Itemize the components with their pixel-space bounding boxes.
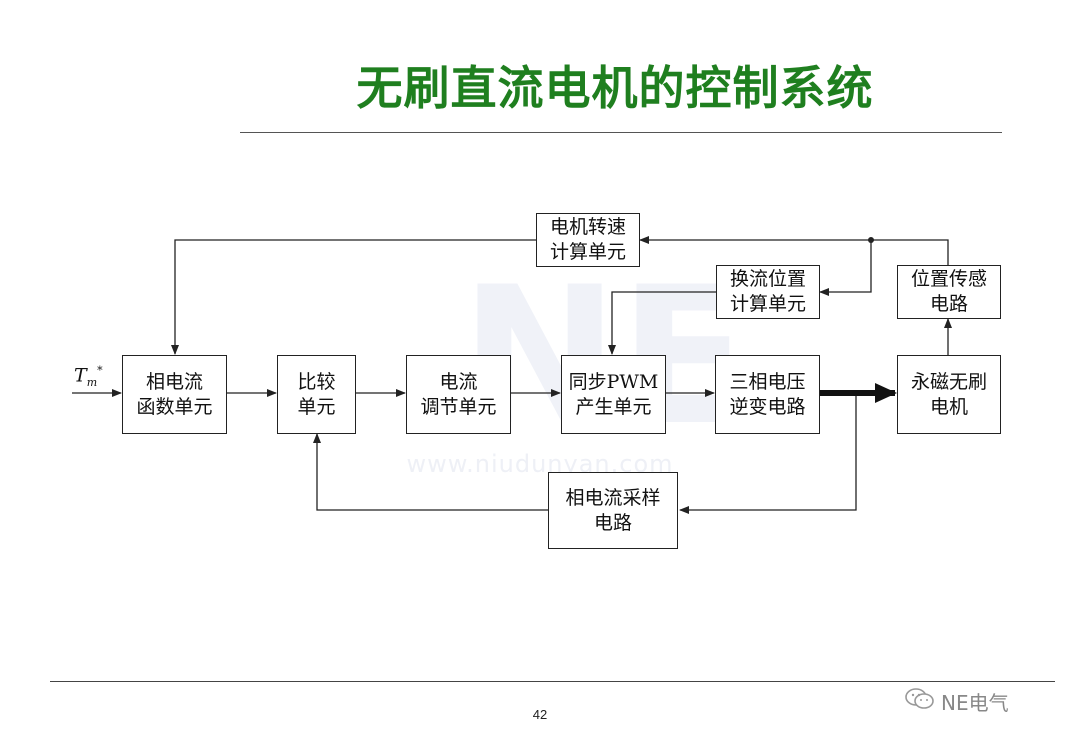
block-label: 逆变电路 xyxy=(729,395,806,418)
block-label: 比较 xyxy=(297,370,336,393)
arrow-sampling-to-compare xyxy=(313,433,548,511)
block-phase-current-function: 相电流 函数单元 xyxy=(122,355,227,434)
block-label: 产生单元 xyxy=(575,395,652,418)
title-divider xyxy=(240,132,1002,133)
block-position-sensor: 位置传感 电路 xyxy=(897,265,1001,319)
block-label: 电机转速 xyxy=(549,216,626,238)
block-label: 同步PWM xyxy=(568,370,659,393)
block-label: 相电流 xyxy=(145,370,203,393)
arrow-junction-to-commutation xyxy=(819,240,872,296)
block-current-regulator: 电流 调节单元 xyxy=(406,355,511,434)
block-label: 电路 xyxy=(593,511,632,534)
block-label: 调节单元 xyxy=(420,395,497,418)
block-label: 单元 xyxy=(297,395,336,418)
arrow-speed-to-func xyxy=(171,239,536,355)
page-title: 无刷直流电机的控制系统 xyxy=(356,61,874,115)
block-sync-pwm: 同步PWM 产生单元 xyxy=(561,355,666,434)
wechat-icon xyxy=(905,687,935,716)
block-label: 相电流采样 xyxy=(565,486,661,509)
block-label: 电机 xyxy=(929,395,968,418)
brand-watermark: NE电气 xyxy=(905,686,1009,716)
block-commutation-calc: 换流位置 计算单元 xyxy=(716,265,820,319)
arrow-commutation-to-pwm xyxy=(608,291,716,355)
block-speed-calc: 电机转速 计算单元 xyxy=(536,213,640,267)
block-label: 计算单元 xyxy=(729,293,806,315)
block-label: 换流位置 xyxy=(729,268,806,290)
block-inverter: 三相电压 逆变电路 xyxy=(715,355,820,434)
footer-divider xyxy=(50,681,1055,682)
block-label: 位置传感 xyxy=(910,268,987,290)
arrow-sensor-to-speed xyxy=(639,236,949,266)
brand-name: NE电气 xyxy=(941,690,1009,715)
page-number: 42 xyxy=(532,707,548,722)
block-compare: 比较 单元 xyxy=(277,355,356,434)
block-bldc-motor: 永磁无刷 电机 xyxy=(897,355,1001,434)
arrow-inverter-to-sampling xyxy=(679,393,857,514)
block-current-sampling: 相电流采样 电路 xyxy=(548,472,678,549)
block-label: 三相电压 xyxy=(729,370,806,393)
block-label: 计算单元 xyxy=(549,241,626,263)
block-label: 电流 xyxy=(439,370,478,393)
junction-dot xyxy=(868,237,874,243)
torque-reference-label: Tm* xyxy=(74,364,103,390)
block-label: 永磁无刷 xyxy=(910,370,987,393)
block-label: 电路 xyxy=(929,293,968,315)
block-label: 函数单元 xyxy=(136,395,213,418)
